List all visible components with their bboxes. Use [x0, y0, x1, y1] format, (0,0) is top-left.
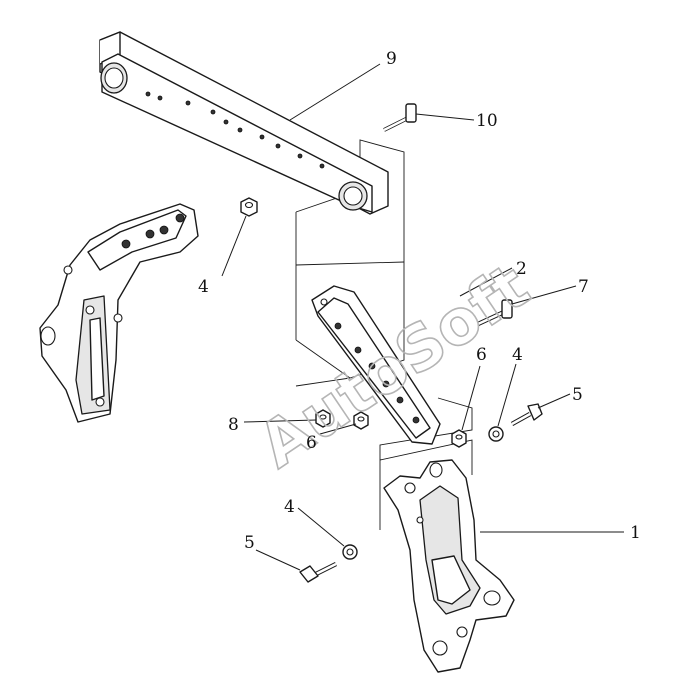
callout-6-right: 6: [476, 345, 487, 365]
bolt-part-10: [383, 103, 417, 132]
callout-4-right: 4: [512, 345, 523, 365]
callout-4-upper: 4: [198, 277, 209, 297]
nut-right: [451, 429, 467, 448]
nut-part-8: [315, 409, 331, 428]
bolt-lower: [299, 561, 338, 583]
callout-2: 2: [516, 259, 527, 279]
crossmember-holes: [145, 91, 325, 169]
crossmember-bar: [99, 31, 389, 215]
washer-right: [488, 426, 504, 442]
leader-lines: [221, 63, 624, 571]
mounting-plate: [311, 285, 441, 445]
bolt-part-7: [477, 299, 513, 327]
callout-1: 1: [630, 523, 641, 543]
washer-lower: [342, 544, 358, 560]
nut-upper: [240, 197, 258, 217]
callout-9: 9: [386, 49, 397, 69]
callout-10: 10: [476, 111, 498, 131]
bolt-right: [510, 403, 543, 426]
callout-8: 8: [228, 415, 239, 435]
callout-7: 7: [578, 277, 589, 297]
callout-labels: 9 10 4 2 7 6 4 5 8 6 1 4 5: [198, 49, 641, 553]
callout-4-lower: 4: [284, 497, 295, 517]
callout-5-right: 5: [572, 385, 583, 405]
watermark: AutoSoft: [246, 249, 542, 482]
callout-6-left: 6: [306, 433, 317, 453]
left-bracket-assembly: [39, 203, 199, 423]
main-bracket: [383, 459, 515, 673]
callout-5-lower: 5: [244, 533, 255, 553]
